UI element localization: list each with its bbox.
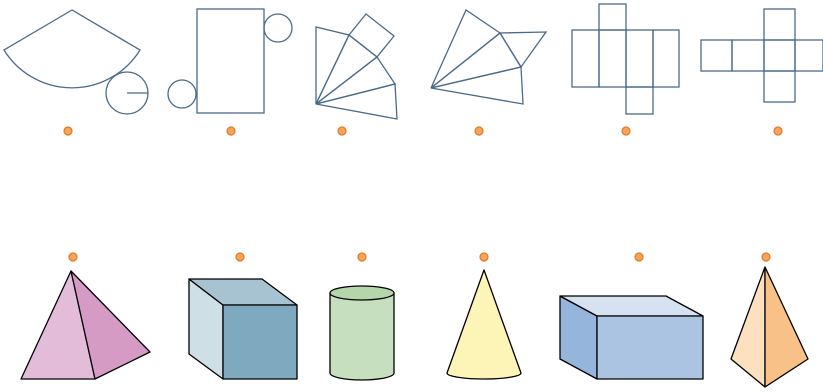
cube <box>188 278 298 380</box>
net-dot-4[interactable] <box>474 126 484 136</box>
solid-dot-6[interactable] <box>761 252 771 262</box>
cylinder-net-bottom-circle <box>167 79 197 109</box>
cuboid-net-bottom-flap <box>625 86 654 115</box>
square-pyramid-right-face <box>70 270 151 380</box>
net-dot-2[interactable] <box>226 126 236 136</box>
triangular-pyramid <box>730 266 809 388</box>
cylinder-net <box>167 8 293 114</box>
cone-body <box>446 269 522 380</box>
tri-net-face-2 <box>430 32 523 89</box>
pyramid-net-square-base <box>315 13 398 120</box>
cylinder-body <box>329 292 395 381</box>
solid-dot-4[interactable] <box>479 252 489 262</box>
cube-net-left-1 <box>700 39 733 72</box>
net-dot-5[interactable] <box>621 126 631 136</box>
net-dots[interactable] <box>63 126 783 136</box>
cylinder <box>329 285 395 381</box>
cuboid <box>559 295 704 380</box>
cube-net <box>700 8 823 103</box>
pyramid-net-face-2 <box>315 33 379 105</box>
cuboid-net-top-flap <box>598 3 627 31</box>
cuboid-net <box>571 3 680 115</box>
triangular-pyramid-net <box>430 9 548 105</box>
triangular-pyramid-right-face <box>764 266 809 388</box>
cube-net-center <box>763 39 796 72</box>
cube-net-bottom <box>763 70 796 103</box>
cone-net <box>3 9 149 115</box>
solid-dot-3[interactable] <box>357 252 367 262</box>
triangular-pyramid-left-face <box>730 266 766 388</box>
cuboid-net-face-1 <box>571 29 600 88</box>
solid-dot-1[interactable] <box>68 252 78 262</box>
net-dot-3[interactable] <box>337 126 347 136</box>
cylinder-net-top-circle <box>263 13 293 43</box>
cone-net-sector <box>3 9 141 89</box>
cube-net-top <box>763 8 796 41</box>
cone <box>446 269 522 380</box>
cube-net-right <box>794 39 823 72</box>
tri-net-face-4 <box>498 31 548 69</box>
square-pyramid <box>20 270 151 380</box>
tri-net-face-1 <box>430 9 502 89</box>
cube-net-left-2 <box>731 39 765 72</box>
solid-dots[interactable] <box>68 252 771 262</box>
cuboid-net-face-4 <box>652 29 680 88</box>
net-dot-6[interactable] <box>773 126 783 136</box>
pyramid-net-face-4 <box>315 83 398 120</box>
cylinder-net-lateral-rect <box>196 8 265 114</box>
pyramid-net-square <box>348 13 395 58</box>
cube-front-face <box>222 304 298 380</box>
cuboid-net-face-2 <box>598 29 627 88</box>
solid-dot-5[interactable] <box>634 252 644 262</box>
net-dot-1[interactable] <box>63 126 73 136</box>
cylinder-top <box>329 285 395 301</box>
cuboid-net-face-3 <box>625 29 654 88</box>
solid-dot-2[interactable] <box>235 252 245 262</box>
tri-net-face-3 <box>430 66 524 105</box>
cuboid-front-face <box>596 315 704 380</box>
